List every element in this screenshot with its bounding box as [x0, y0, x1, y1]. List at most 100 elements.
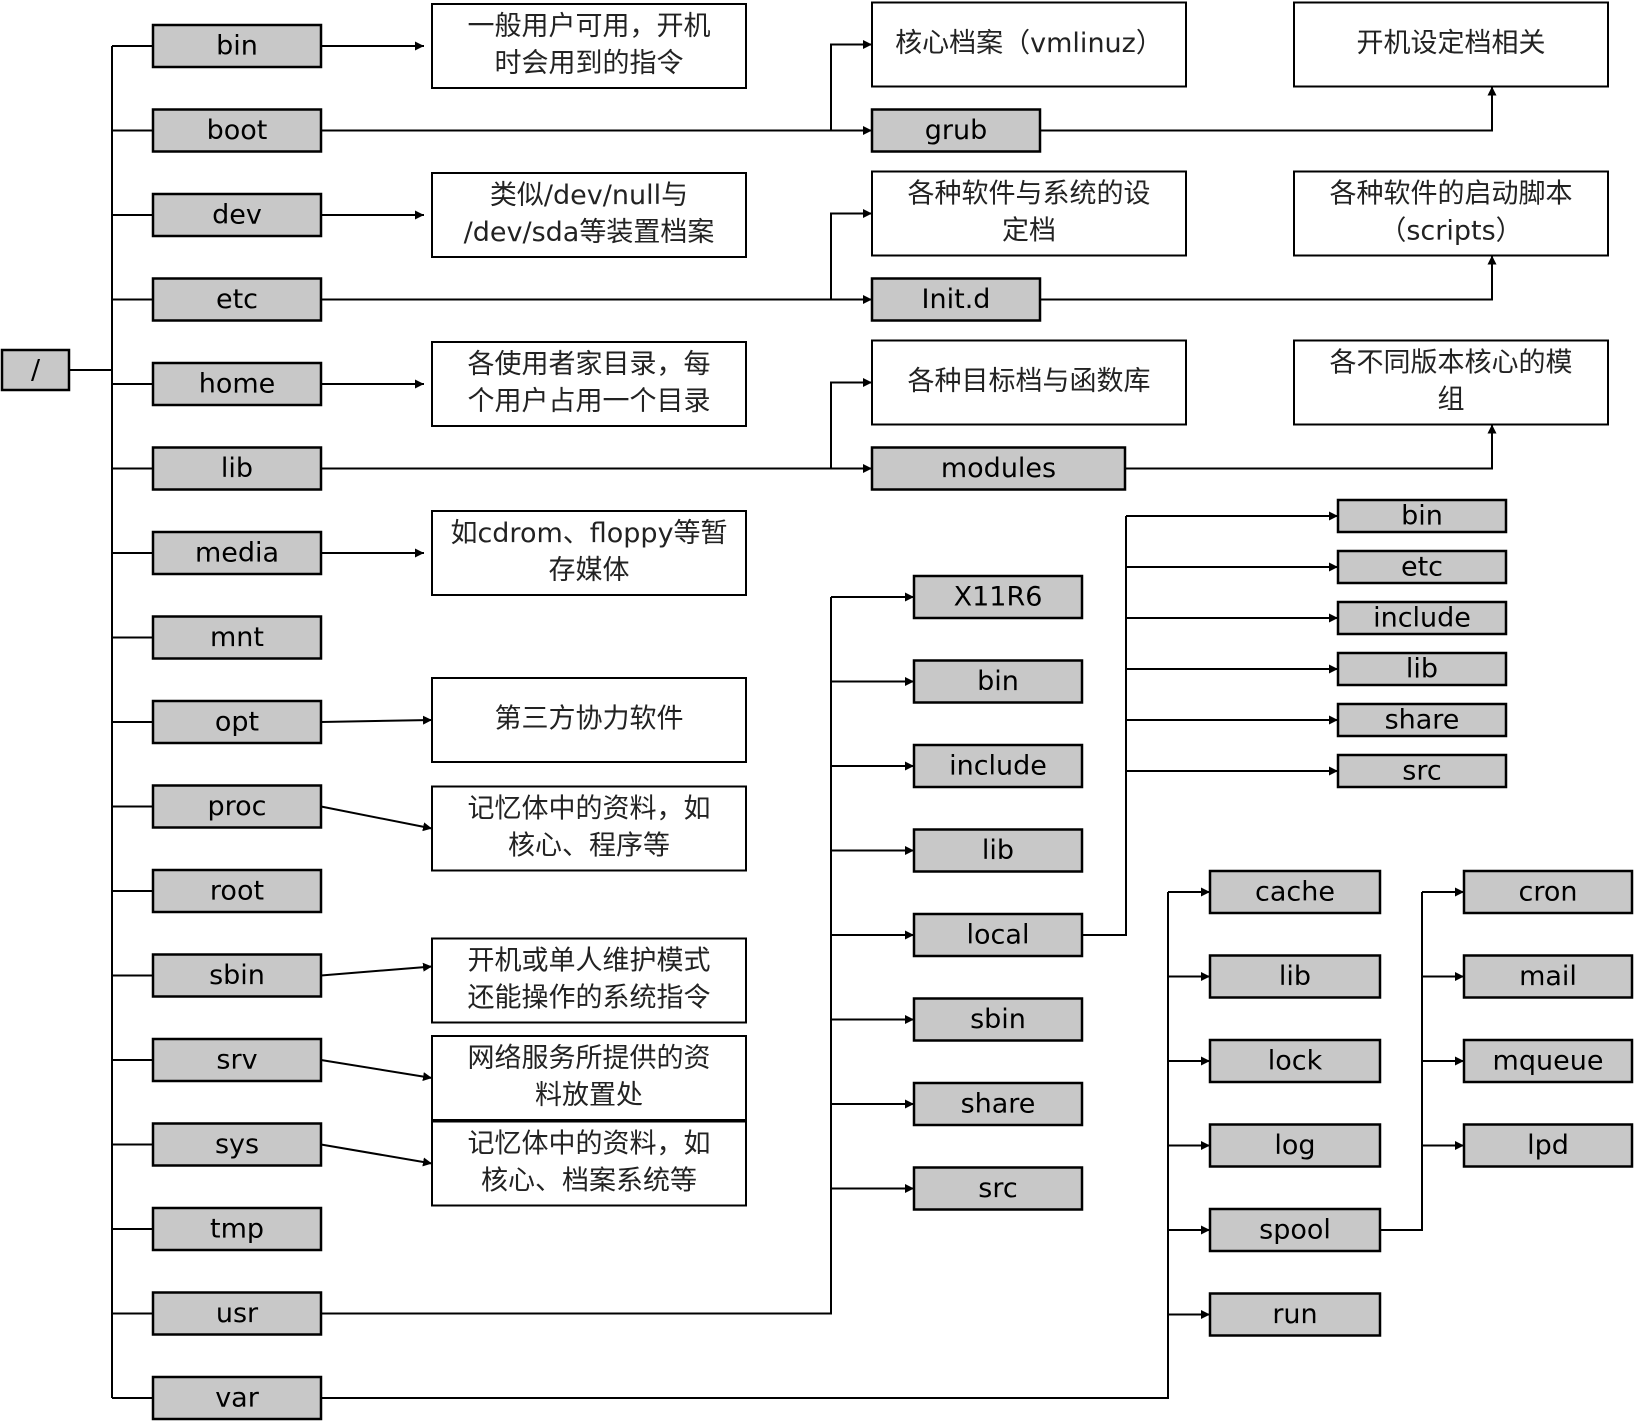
root-node-box: [0, 348, 71, 392]
dir-usr-include-label: include: [949, 751, 1047, 782]
dir-var-lib-box: [1208, 954, 1382, 999]
dir-local-lib: lib: [1336, 651, 1508, 687]
dir-usr-local-label: local: [967, 920, 1030, 951]
edge-local-trunk: [1082, 516, 1127, 936]
dir-proc: proc: [151, 784, 323, 829]
dir-spool-mail-box: [1462, 954, 1634, 999]
desc-srv-line-1: 料放置处: [535, 1080, 643, 1111]
edge-usr-trunk: [321, 597, 832, 1315]
edge-boot-child-desc: [1040, 86, 1497, 132]
dir-spool-mail: mail: [1462, 954, 1634, 999]
edge-sys-desc: [320, 1143, 433, 1167]
dir-usr-src: src: [912, 1166, 1084, 1211]
dir-usr-lib-label: lib: [982, 835, 1014, 866]
dir-opt: opt: [151, 699, 323, 745]
dir-usr-share-label: share: [961, 1089, 1036, 1120]
dir-local-bin-box: [1336, 498, 1508, 534]
dir-local-share-label: share: [1385, 705, 1460, 736]
dir-root-label: root: [210, 876, 264, 907]
desc-home-line-1: 个用户占用一个目录: [468, 386, 711, 417]
dir-grub-label: grub: [925, 115, 988, 146]
dir-var-box: [151, 1375, 323, 1421]
dir-modules-label: modules: [941, 453, 1056, 484]
edge-opt-desc: [320, 715, 433, 725]
dir-local-src: src: [1336, 753, 1508, 789]
dir-local-include-box: [1336, 600, 1508, 636]
dir-sbin-box: [151, 953, 323, 998]
dir-initd: Init.d: [870, 277, 1042, 322]
edge-etc-desc: [321, 209, 872, 301]
dir-var-spool-label: spool: [1259, 1215, 1331, 1246]
dir-var-spool-box: [1208, 1207, 1382, 1253]
dir-home: home: [151, 361, 323, 407]
dir-bin-label: bin: [216, 31, 258, 62]
root-node-label: /: [31, 355, 41, 386]
lib-child-desc-line-1: 组: [1438, 385, 1465, 416]
desc-sys: 记忆体中的资料，如核心、档案系统等: [431, 1120, 747, 1207]
boot-child-desc-line-0: 开机设定档相关: [1357, 28, 1546, 59]
dir-proc-box: [151, 784, 323, 829]
dir-var-lock-box: [1208, 1038, 1382, 1084]
dir-etc: etc: [151, 277, 323, 322]
dir-usr-share: share: [912, 1081, 1084, 1127]
dir-usr-sbin: sbin: [912, 997, 1084, 1042]
dir-usr-src-box: [912, 1166, 1084, 1211]
dir-var-cache-box: [1208, 869, 1382, 915]
dir-lib-label: lib: [221, 453, 253, 484]
dir-spool-cron-label: cron: [1519, 877, 1578, 908]
lib-desc-line-0: 各种目标档与函数库: [908, 366, 1151, 397]
dir-var-spool: spool: [1208, 1207, 1382, 1253]
desc-sbin-line-1: 还能操作的系统指令: [468, 983, 711, 1014]
dir-var-lock-label: lock: [1268, 1046, 1323, 1077]
dir-usr-x11r6-label: X11R6: [954, 582, 1043, 613]
dir-root-box: [151, 868, 323, 914]
etc-desc-line-1: 定档: [1002, 216, 1056, 247]
dir-usr-include-box: [912, 743, 1084, 789]
lib-child-desc-box: [1293, 339, 1609, 426]
dir-local-etc-box: [1336, 549, 1508, 585]
lib-child-desc-line-0: 各不同版本核心的模: [1330, 348, 1573, 379]
dir-var-run-label: run: [1272, 1299, 1317, 1330]
dir-sbin-label: sbin: [209, 960, 265, 991]
dir-bin-box: [151, 23, 323, 69]
boot-desc-line-0: 核心档案（vmlinuz）: [895, 28, 1163, 59]
dir-sys-box: [151, 1122, 323, 1167]
dir-boot: boot: [151, 108, 323, 153]
dir-var-log-label: log: [1274, 1130, 1315, 1161]
dir-var-log: log: [1208, 1123, 1382, 1168]
lib-desc-box: [871, 339, 1187, 426]
boot-desc: 核心档案（vmlinuz）: [871, 1, 1187, 88]
desc-opt-line-0: 第三方协力软件: [495, 704, 684, 735]
edge-srv-desc: [320, 1059, 433, 1082]
etc-child-desc-box: [1293, 170, 1609, 257]
boot-child-desc-box: [1293, 1, 1609, 88]
dir-dev-label: dev: [212, 200, 262, 231]
root-node: /: [0, 348, 71, 392]
dir-local-share: share: [1336, 702, 1508, 738]
dir-var-cache-label: cache: [1255, 877, 1335, 908]
dir-grub-box: [870, 108, 1042, 153]
dir-spool-mail-label: mail: [1519, 961, 1577, 992]
desc-sys-line-0: 记忆体中的资料，如: [468, 1129, 711, 1160]
boot-desc-box: [871, 1, 1187, 88]
dir-var-run: run: [1208, 1292, 1382, 1337]
dir-etc-label: etc: [216, 284, 258, 315]
dir-srv: srv: [151, 1037, 323, 1083]
dir-sys: sys: [151, 1122, 323, 1167]
edge-sbin-desc: [320, 962, 433, 977]
etc-child-desc-line-1: （scripts）: [1379, 216, 1522, 247]
desc-srv-box: [431, 1035, 747, 1121]
dir-tmp: tmp: [151, 1206, 323, 1252]
etc-child-desc: 各种软件的启动脚本（scripts）: [1293, 170, 1609, 257]
etc-desc-line-0: 各种软件与系统的设: [908, 179, 1151, 210]
desc-proc-box: [431, 785, 747, 872]
dir-proc-label: proc: [207, 791, 266, 822]
dir-tmp-box: [151, 1206, 323, 1252]
dir-local-include-label: include: [1373, 603, 1471, 634]
edge-boot-desc: [321, 40, 872, 132]
dir-local-bin: bin: [1336, 498, 1508, 534]
desc-opt-box: [431, 677, 747, 763]
dir-usr-lib: lib: [912, 828, 1084, 873]
